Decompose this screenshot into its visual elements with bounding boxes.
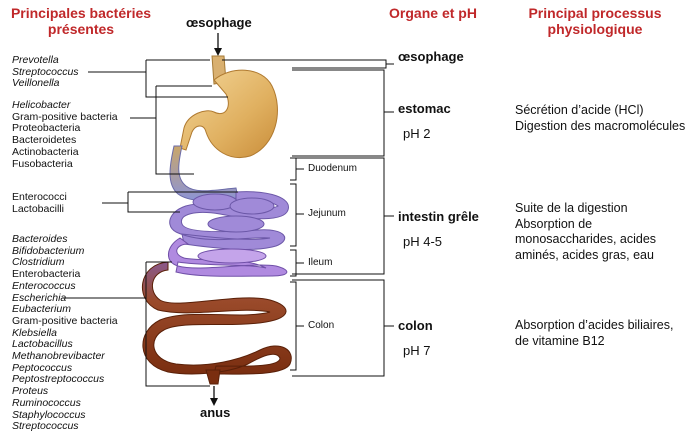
colon-shape xyxy=(142,261,292,385)
anus-label: anus xyxy=(200,405,231,420)
ph-colon: pH 7 xyxy=(403,343,431,358)
bacteria-item: Streptococcus xyxy=(12,420,79,433)
bacteria-item: Fusobacteria xyxy=(12,157,73,170)
bacteria-group-colon: Bacteroides Bifidobacterium Clostridium … xyxy=(12,233,118,433)
bacteria-item: Helicobacter xyxy=(12,99,71,111)
process-line: Absorption d’acides biliaires, xyxy=(515,318,674,332)
bacteria-item: Proteus xyxy=(12,385,49,398)
bacteria-item: Bacteroidetes xyxy=(12,134,77,147)
organ-colon: colon xyxy=(398,318,433,333)
bacteria-item: Enterococcus xyxy=(12,279,76,292)
bacteria-item: Streptococcus xyxy=(12,65,79,78)
bacteria-group-esophagus: Prevotella Streptococcus Veillonella xyxy=(12,54,79,90)
bacteria-item: Peptococcus xyxy=(12,361,73,374)
bacteria-item: Gram-positive bacteria xyxy=(12,314,118,327)
bacteria-item: Actinobacteria xyxy=(12,145,79,158)
ileum-shape xyxy=(168,237,288,277)
bacteria-item: Bacteroides xyxy=(12,233,68,245)
esophagus-label: œsophage xyxy=(186,15,252,30)
process-stomach: Sécrétion d’acide (HCl) Digestion des ma… xyxy=(515,103,685,134)
section-jejunum: Jejunum xyxy=(308,208,346,219)
process-line: monosaccharides, acides xyxy=(515,232,657,246)
bacteria-item: Veillonella xyxy=(12,77,60,90)
section-ileum: Ileum xyxy=(308,257,333,268)
bacteria-item: Lactobacillus xyxy=(12,338,73,351)
bacteria-item: Lactobacilli xyxy=(12,202,64,215)
bacteria-item: Methanobrevibacter xyxy=(12,350,105,363)
bacteria-item: Enterococci xyxy=(12,191,67,203)
bacteria-group-small-intestine: Enterococci Lactobacilli xyxy=(12,191,67,215)
organ-connectors xyxy=(222,59,394,377)
section-colon: Colon xyxy=(308,320,335,331)
ph-small-intestine: pH 4-5 xyxy=(403,234,443,249)
process-line: Digestion des macromolécules xyxy=(515,118,686,133)
header-organ: Organe et pH xyxy=(389,5,477,21)
bacteria-item: Ruminococcus xyxy=(12,396,81,409)
ph-stomach: pH 2 xyxy=(403,126,431,141)
bacteria-item: Clostridium xyxy=(12,256,65,269)
process-line: de vitamine B12 xyxy=(515,333,605,348)
process-line: aminés, acides gras, eau xyxy=(515,247,654,262)
bacteria-item: Gram-positive bacteria xyxy=(12,110,118,123)
bacteria-item: Enterobacteria xyxy=(12,268,81,281)
header-process: Principal processus physiologique xyxy=(528,5,662,37)
jejunum-shape xyxy=(169,191,289,250)
bacteria-item: Escherichia xyxy=(12,291,67,304)
organ-esophagus: œsophage xyxy=(398,49,464,64)
bacteria-connectors xyxy=(62,59,238,387)
header-bacteria: Principales bactéries présentes xyxy=(10,5,152,37)
bacteria-item: Staphylococcus xyxy=(12,408,86,421)
bacteria-item: Prevotella xyxy=(12,54,59,66)
process-small-intestine: Suite de la digestion Absorption de mono… xyxy=(515,201,656,263)
bacteria-item: Eubacterium xyxy=(12,303,71,316)
bacteria-item: Proteobacteria xyxy=(12,122,81,135)
stomach-shape xyxy=(179,69,278,158)
process-line: Suite de la digestion xyxy=(515,201,628,215)
bacteria-item: Peptostreptococcus xyxy=(12,373,105,386)
process-line: Sécrétion d’acide (HCl) xyxy=(515,103,644,117)
bacteria-item: Bifidobacterium xyxy=(12,244,85,257)
process-line: Absorption de xyxy=(515,216,593,231)
section-duodenum: Duodenum xyxy=(308,163,357,174)
organ-small-intestine: intestin grêle xyxy=(398,209,479,224)
bacteria-item: Klebsiella xyxy=(12,326,57,339)
bacteria-group-stomach: Helicobacter Gram-positive bacteria Prot… xyxy=(12,99,118,170)
organ-stomach: estomac xyxy=(398,101,451,116)
process-colon: Absorption d’acides biliaires, de vitami… xyxy=(515,318,673,349)
